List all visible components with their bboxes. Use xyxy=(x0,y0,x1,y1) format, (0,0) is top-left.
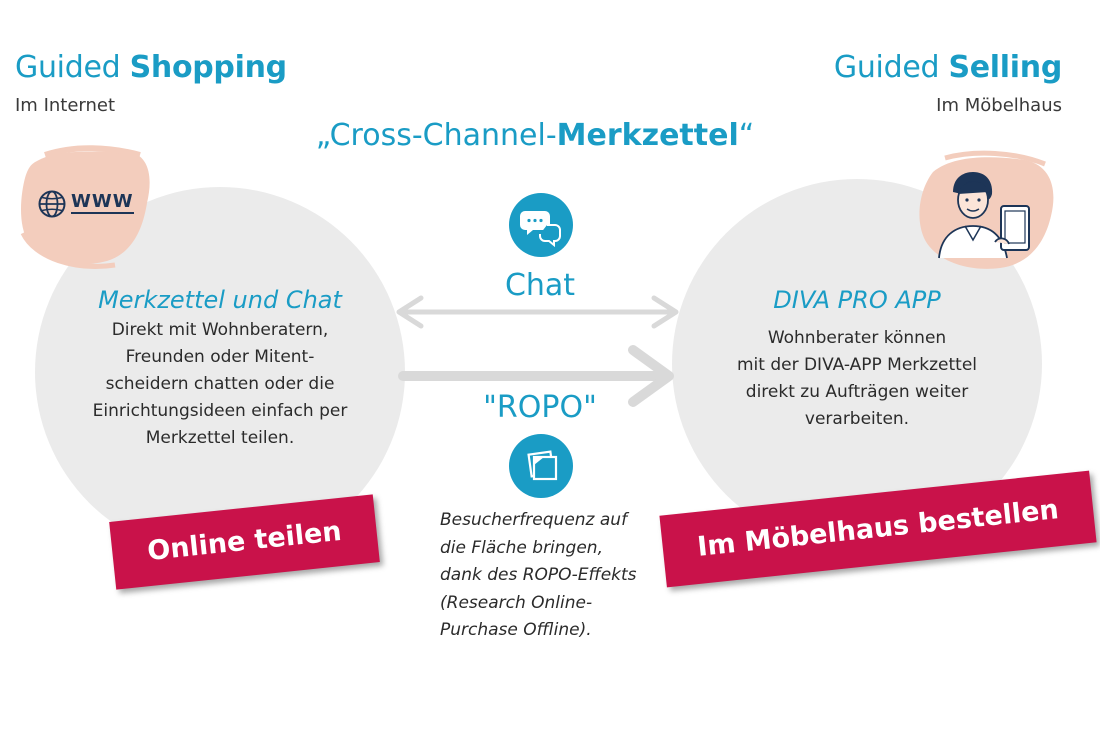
chat-label: Chat xyxy=(504,268,576,303)
left-text-line: Merkzettel teilen. xyxy=(145,428,295,448)
advisor-illustration xyxy=(915,150,1060,275)
right-circle-text: Wohnberater können mit der DIVA-APP Merk… xyxy=(677,325,1037,433)
left-circle-heading: Merkzettel und Chat xyxy=(98,286,342,314)
header-left-title: Guided Shopping xyxy=(15,50,287,85)
center-title: „Cross-Channel-Merkzettel“ xyxy=(315,118,755,153)
left-text-line: Freunden oder Mitent- xyxy=(125,347,315,367)
right-circle-heading: DIVA PRO APP xyxy=(773,286,941,314)
header-left-subtitle: Im Internet xyxy=(15,95,116,116)
www-blob-shape xyxy=(20,145,150,269)
www-text: WWW xyxy=(71,191,134,214)
right-text-line: Wohnberater können xyxy=(767,328,947,348)
right-text-line: direkt zu Aufträgen weiter xyxy=(745,382,969,402)
ropo-description: Besucherfrequenz auf die Fläche bringen,… xyxy=(440,507,670,645)
notes-icon xyxy=(509,434,573,498)
ropo-description-line: Purchase Offline). xyxy=(440,620,592,640)
globe-icon xyxy=(37,189,67,223)
ropo-description-line: dank des ROPO-Effekts xyxy=(440,565,637,585)
ropo-description-line: (Research Online- xyxy=(440,592,593,613)
chat-double-arrow xyxy=(396,295,679,329)
left-text-line: Einrichtungsideen einfach per xyxy=(92,401,348,421)
left-circle-text: Direkt mit Wohnberatern, Freunden oder M… xyxy=(40,317,400,452)
www-badge: WWW xyxy=(15,143,155,273)
ropo-arrow xyxy=(398,345,674,407)
left-text-line: scheidern chatten oder die xyxy=(105,374,335,394)
left-text-line: Direkt mit Wohnberatern, xyxy=(111,320,329,340)
header-right-subtitle: Im Möbelhaus xyxy=(936,95,1062,116)
connection-arrows xyxy=(396,295,679,407)
chat-bubbles-icon xyxy=(509,193,573,257)
header-right-title: Guided Selling xyxy=(833,50,1062,85)
ropo-label: "ROPO" xyxy=(483,390,597,425)
ropo-description-line: Besucherfrequenz auf xyxy=(440,510,628,530)
ropo-description-line: die Fläche bringen, xyxy=(440,537,603,558)
right-text-line: mit der DIVA-APP Merkzettel xyxy=(736,355,978,375)
right-text-line: verarbeiten. xyxy=(804,409,910,429)
